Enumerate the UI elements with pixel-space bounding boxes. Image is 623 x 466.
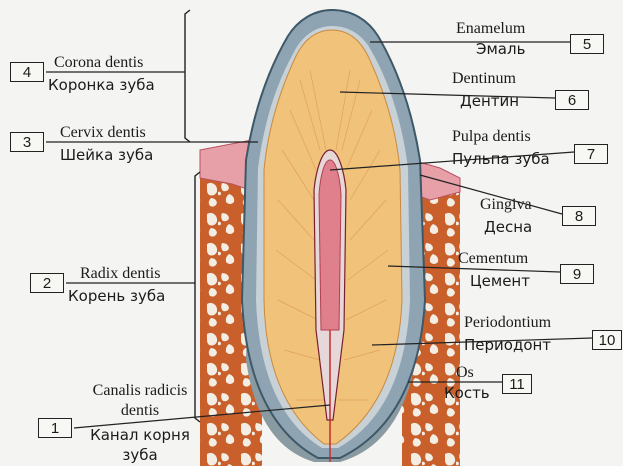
label-number-1: 1 [38,418,72,438]
label-russian-kanal-kornya: Канал корня [70,426,210,444]
label-latin-cementum: Cementum [458,250,528,268]
brackets [185,10,200,422]
label-latin-corona-dentis: Corona dentis [54,54,143,72]
label-russian-desna: Десна [484,218,532,236]
label-russian-sheika-zuba: Шейка зуба [60,146,153,164]
label-latin-gingiva: Gingiva [480,196,532,214]
label-number-6: 6 [555,90,589,110]
label-number-10: 10 [592,330,622,350]
label-latin-dentinum: Dentinum [452,70,516,88]
label-number-8: 8 [562,206,596,226]
label-latin-cervix-dentis: Cervix dentis [60,124,146,142]
label-russian-koronka-zuba: Коронка зуба [48,76,155,94]
label-number-2: 2 [30,273,64,293]
label-russian-pulpa-zuba: Пульпа зуба [452,150,550,168]
label-number-9: 9 [560,264,594,284]
label-russian-dentin: Дентин [460,92,519,110]
label-latin-radix-dentis: Radix dentis [80,265,160,283]
label-number-4: 4 [10,62,44,82]
label-latin-os: Os [456,364,474,382]
label-number-11: 11 [502,374,532,394]
label-number-7: 7 [574,144,608,164]
label-russian-tsement: Цемент [470,272,530,290]
pulp-core [319,160,341,330]
label-russian-emal: Эмаль [476,40,525,58]
label-latin-canalis-radicis: Canalis radicis [70,382,210,400]
label-latin-enamelum: Enamelum [456,20,525,38]
label-latin-periodontium: Periodontium [464,314,551,332]
label-number-5: 5 [570,34,604,54]
label-russian-koren-zuba: Корень зуба [68,287,165,305]
label-russian-periodont: Периодонт [464,336,551,354]
label-russian-kost: Кость [444,384,490,402]
label-latin-dentis: dentis [70,402,210,420]
label-russian-zuba: зуба [70,446,210,464]
label-number-3: 3 [10,132,44,152]
label-latin-pulpa-dentis: Pulpa dentis [452,128,531,146]
